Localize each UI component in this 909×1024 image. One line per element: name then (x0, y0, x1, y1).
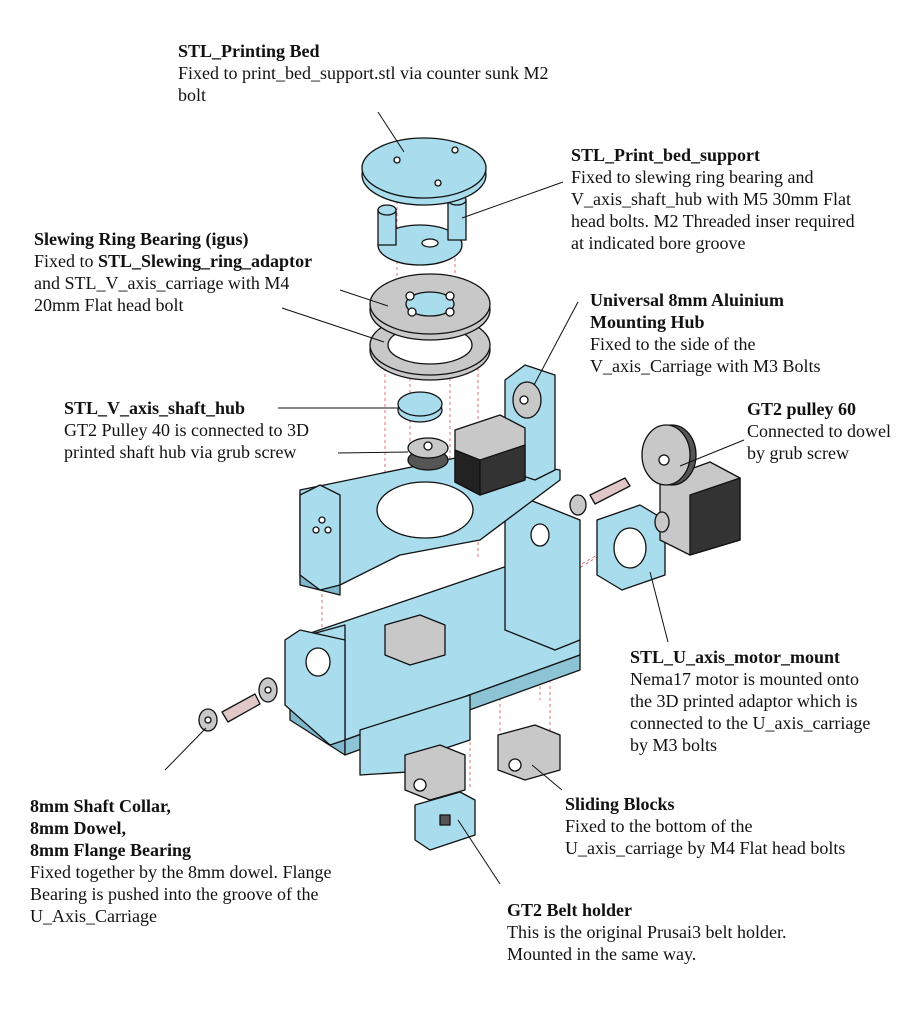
label-title: STL_Printing Bed (178, 41, 320, 61)
label-text: U_Axis_Carriage (30, 906, 157, 926)
label-text: printed shaft hub via grub screw (64, 442, 297, 462)
label-gt2-belt-holder: GT2 Belt holder This is the original Pru… (507, 899, 786, 965)
v-axis-nema17-motor (454, 414, 526, 496)
u-axis-motor-mount (596, 504, 666, 591)
label-text: connected to the U_axis_carriage (630, 713, 871, 733)
shaft-collar-dowel-flange (198, 677, 278, 732)
label-text: This is the original Prusai3 belt holder… (507, 922, 787, 942)
sliding-blocks (384, 614, 561, 801)
label-text: Fixed to the bottom of the (565, 816, 753, 836)
label-title: STL_Print_bed_support (571, 145, 761, 165)
label-title: Sliding Blocks (565, 794, 675, 814)
print-bed-support (377, 194, 467, 266)
label-text: Connected to dowel (747, 421, 891, 441)
label-text: by M3 bolts (630, 735, 718, 755)
label-title: GT2 Belt holder (507, 900, 632, 920)
label-text: Fixed together by the 8mm dowel. Flange (30, 862, 332, 882)
label-text: head bolts. M2 Threaded inser required (571, 211, 855, 231)
label-text-prefix: Fixed to (34, 251, 99, 271)
universal-mounting-hub (512, 381, 542, 419)
label-title: Universal 8mm Aluinium (590, 290, 785, 310)
label-printing-bed: STL_Printing Bed Fixed to print_bed_supp… (178, 40, 548, 106)
u-axis-nema17-motor (654, 461, 741, 556)
label-text: by grub screw (747, 443, 849, 463)
label-text: V_axis_shaft_hub with M5 30mm Flat (571, 189, 851, 209)
label-text: Fixed to the side of the (590, 334, 756, 354)
label-text: Fixed to STL_Slewing_ring_adaptor (34, 250, 312, 272)
label-u-axis-motor-mount: STL_U_axis_motor_mount Nema17 motor is m… (630, 646, 870, 756)
printing-bed (361, 137, 487, 206)
label-title: STL_U_axis_motor_mount (630, 647, 841, 667)
label-text: Fixed to slewing ring bearing and (571, 167, 814, 187)
label-shaft-collar: 8mm Shaft Collar, 8mm Dowel, 8mm Flange … (30, 795, 331, 927)
label-text: Mounted in the same way. (507, 944, 697, 964)
label-text: V_axis_Carriage with M3 Bolts (590, 356, 821, 376)
label-text: Fixed to print_bed_support.stl via count… (178, 63, 549, 83)
label-universal-hub: Universal 8mm Aluinium Mounting Hub Fixe… (590, 289, 820, 377)
label-text: Nema17 motor is mounted onto (630, 669, 859, 689)
label-print-bed-support: STL_Print_bed_support Fixed to slewing r… (571, 144, 855, 254)
label-title: Mounting Hub (590, 312, 705, 332)
label-title: 8mm Dowel, (30, 818, 126, 838)
label-sliding-blocks: Sliding Blocks Fixed to the bottom of th… (565, 793, 845, 859)
gt2-belt-holder (414, 791, 476, 851)
label-title: STL_V_axis_shaft_hub (64, 398, 246, 418)
label-text: U_axis_carriage by M4 Flat head bolts (565, 838, 846, 858)
label-text: Bearing is pushed into the groove of the (30, 884, 319, 904)
label-title: 8mm Flange Bearing (30, 840, 191, 860)
leader-lines (164, 111, 745, 885)
label-text-bold: STL_Slewing_ring_adaptor (98, 251, 313, 271)
label-title: 8mm Shaft Collar, (30, 796, 171, 816)
label-slewing-ring: Slewing Ring Bearing (igus) Fixed to STL… (34, 228, 312, 316)
label-v-axis-shaft-hub: STL_V_axis_shaft_hub GT2 Pulley 40 is co… (64, 397, 309, 463)
label-text: at indicated bore groove (571, 233, 746, 253)
label-text: the 3D printed adaptor which is (630, 691, 858, 711)
label-text: and STL_V_axis_carriage with M4 (34, 273, 290, 293)
label-text: bolt (178, 85, 207, 105)
label-gt2-pulley-60: GT2 pulley 60 Connected to dowel by grub… (747, 398, 891, 464)
u-axis-dowel-collar (569, 477, 631, 516)
label-text: GT2 Pulley 40 is connected to 3D (64, 420, 309, 440)
gt2-pulley-40 (407, 437, 449, 471)
label-title: GT2 pulley 60 (747, 399, 857, 419)
gt2-pulley-60 (641, 424, 697, 486)
label-text: 20mm Flat head bolt (34, 295, 184, 315)
label-title: Slewing Ring Bearing (igus) (34, 229, 249, 249)
slewing-ring-bearing (369, 273, 491, 381)
v-axis-shaft-hub (397, 391, 443, 423)
